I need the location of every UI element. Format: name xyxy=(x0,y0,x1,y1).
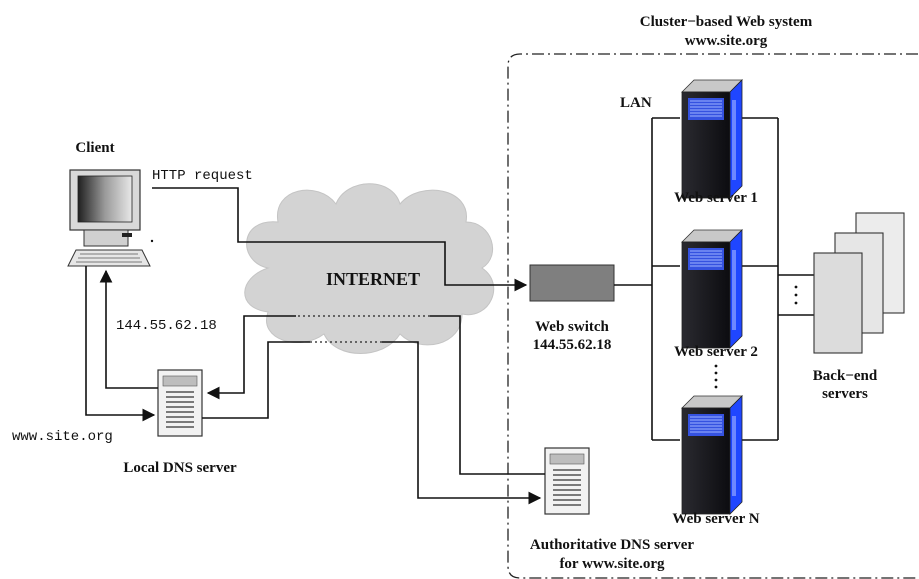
web-switch-icon xyxy=(529,264,615,302)
web-server-2-icon xyxy=(681,229,743,349)
auth-dns-label-line2: for www.site.org xyxy=(559,556,665,572)
web-switch-label: Web switch xyxy=(535,319,609,335)
web-server-1-icon xyxy=(681,79,743,199)
dns-reply-ip-label: 144.55.62.18 xyxy=(116,318,217,334)
internet-label: INTERNET xyxy=(326,269,420,289)
dns-answer-path xyxy=(206,315,545,475)
stray-dot xyxy=(150,239,154,243)
dns-forward-path xyxy=(202,341,542,505)
cluster-site: www.site.org xyxy=(685,33,768,49)
web-server-1-label: Web server 1 xyxy=(674,190,758,206)
http-request-path xyxy=(152,187,528,292)
backend-label-line2: servers xyxy=(822,386,868,402)
web-server-n-label: Web server N xyxy=(672,511,759,527)
authoritative-dns-server-icon xyxy=(544,447,590,515)
servers-ellipsis xyxy=(714,364,718,389)
dns-reply-path xyxy=(99,269,158,389)
http-request-label: HTTP request xyxy=(152,168,253,184)
client-label: Client xyxy=(75,140,114,156)
local-dns-server-icon xyxy=(157,369,203,437)
dns-query-label: www.site.org xyxy=(12,429,113,445)
lan-bus xyxy=(614,117,814,441)
local-dns-label: Local DNS server xyxy=(123,460,237,476)
web-server-2-label: Web server 2 xyxy=(674,344,758,360)
lan-label: LAN xyxy=(620,95,652,111)
dns-query-path xyxy=(85,266,156,422)
cluster-boundary xyxy=(507,53,918,579)
backend-servers-icon xyxy=(813,212,905,354)
web-server-n-icon xyxy=(681,395,743,515)
web-switch-ip: 144.55.62.18 xyxy=(533,337,612,353)
backend-label-line1: Back−end xyxy=(813,368,878,384)
auth-dns-label-line1: Authoritative DNS server xyxy=(530,537,694,553)
client-computer-icon xyxy=(67,169,151,267)
cluster-title: Cluster−based Web system xyxy=(640,14,813,30)
lan-ellipsis xyxy=(794,285,798,305)
